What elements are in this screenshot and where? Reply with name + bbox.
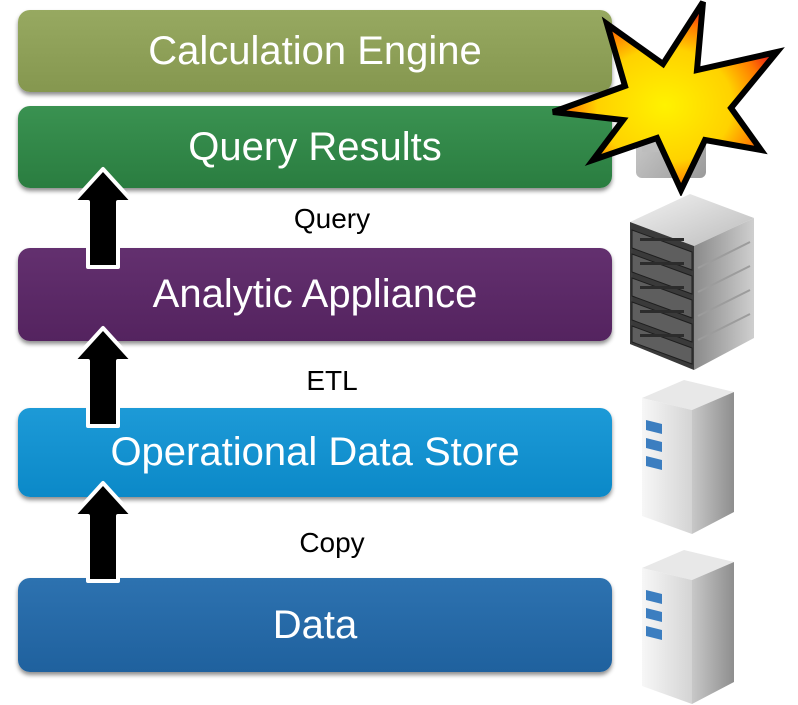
data-box: Data (18, 578, 612, 672)
calculation-engine-box: Calculation Engine (18, 10, 612, 92)
starburst-icon (551, 0, 785, 196)
up-arrow-icon (71, 326, 135, 428)
query-results-label: Query Results (188, 124, 442, 169)
data-label: Data (272, 602, 358, 647)
calculation-engine-label: Calculation Engine (148, 28, 482, 73)
copy-connector-label: Copy (299, 527, 365, 558)
operational-data-store-label: Operational Data Store (110, 430, 520, 474)
analytic-appliance-label: Analytic Appliance (152, 272, 478, 316)
rack-server-icon (630, 194, 754, 370)
query-connector-label: Query (293, 203, 371, 234)
query-results-box: Query Results (18, 106, 612, 188)
tower-server-icon (642, 550, 734, 704)
up-arrow-icon (71, 167, 135, 269)
tower-server-icon (642, 380, 734, 534)
up-arrow-icon (71, 481, 135, 583)
etl-connector-label: ETL (306, 365, 358, 396)
